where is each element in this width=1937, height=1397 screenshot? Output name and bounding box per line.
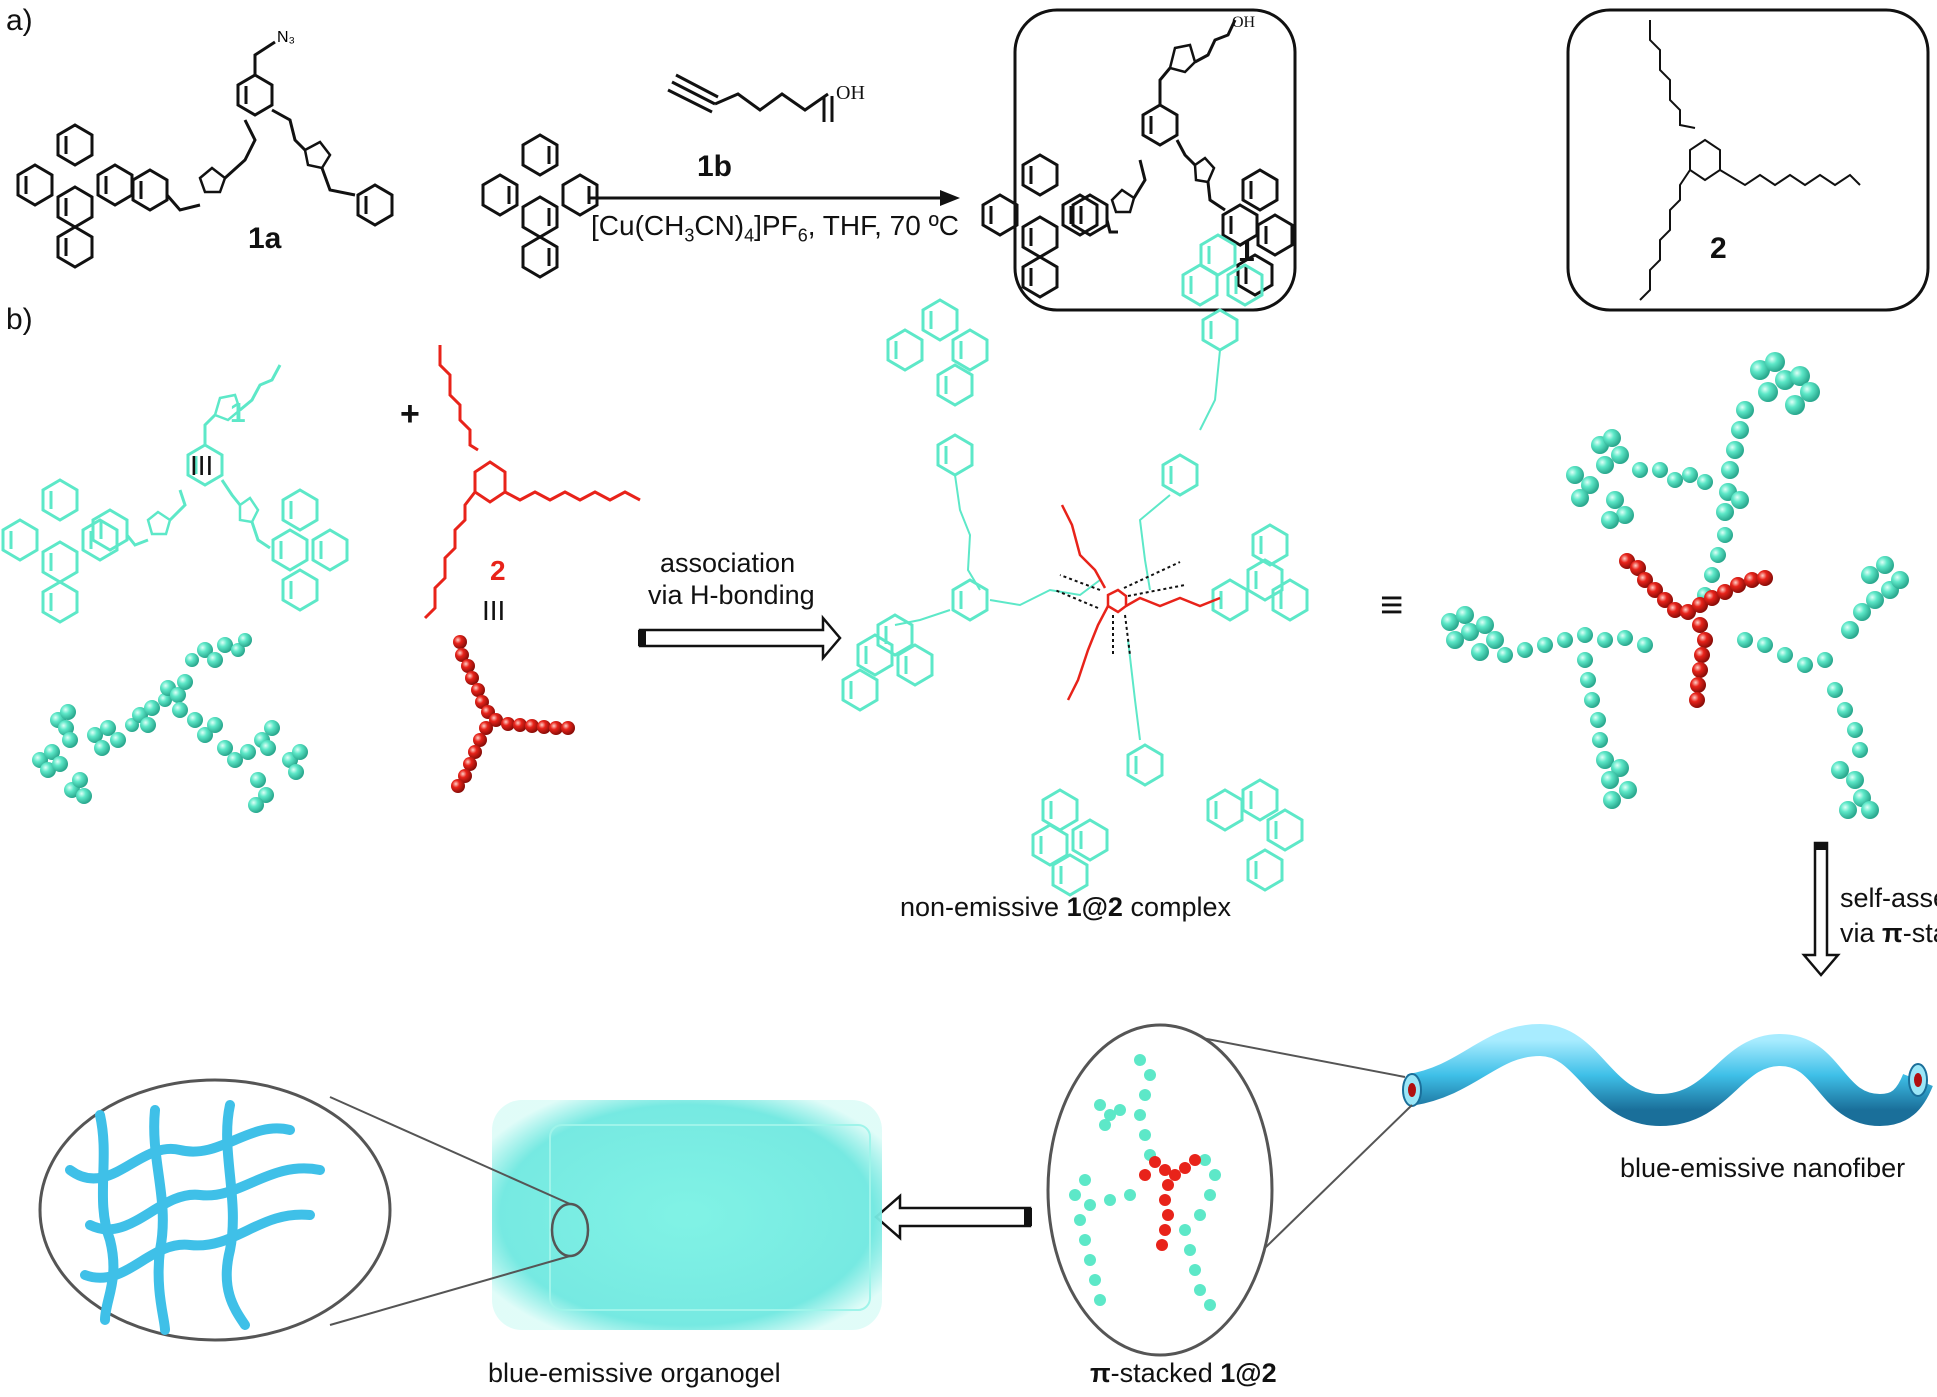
ratio-1: III xyxy=(190,450,214,481)
1-oh-label: OH xyxy=(1232,14,1256,31)
equivalence-symbol: ≡ xyxy=(1380,583,1404,627)
organogel-block xyxy=(329,1096,882,1330)
compound-2-label: 2 xyxy=(1710,232,1727,265)
red-compound-2-label: 2 xyxy=(490,555,506,586)
reaction-conditions: [Cu(CH3CN)4]PF6, THF, 70 ºC xyxy=(591,210,960,246)
gelation-arrow xyxy=(874,1193,1032,1241)
complex-ball-model xyxy=(1441,352,1909,819)
pi-stacked-zoom-circle xyxy=(1046,1023,1413,1357)
reaction-arrow xyxy=(588,190,960,206)
compound-1b-label: 1b xyxy=(697,150,733,183)
compound-2-structure xyxy=(1566,8,1930,312)
nanofiber-caption: blue-emissive nanofiber xyxy=(1620,1153,1906,1183)
azide-label: N₃ xyxy=(277,29,295,46)
organogel-caption: blue-emissive organogel xyxy=(488,1358,781,1388)
association-label-line2: via H-bonding xyxy=(648,580,815,610)
compound-1-cyan-structure xyxy=(3,364,349,622)
self-assembly-label-line2: via π-stacking xyxy=(1840,918,1937,948)
compound-1a-structure xyxy=(18,40,597,277)
1b-oh-label: OH xyxy=(836,82,865,104)
fiber-network-zoom-circle xyxy=(38,1078,392,1342)
panel-b-label: b) xyxy=(6,303,33,336)
self-assembly-arrow xyxy=(1801,841,1841,977)
compound-1a-label: 1a xyxy=(248,222,282,255)
pi-stacked-caption: π-stacked 1@2 xyxy=(1090,1358,1277,1388)
complex-caption: non-emissive 1@2 complex xyxy=(900,892,1231,922)
association-arrow xyxy=(638,614,842,662)
ratio-2: III xyxy=(482,595,506,626)
compound-1-label: 1 xyxy=(1238,235,1255,268)
plus-sign: + xyxy=(400,395,420,433)
cyan-compound-1-label: 1 xyxy=(230,397,246,428)
compound-1b-structure xyxy=(667,73,834,122)
compound-2-red-structure xyxy=(423,345,641,620)
compound-1-structure xyxy=(983,8,1297,312)
panel-a-label: a) xyxy=(6,4,33,37)
association-label-line1: association xyxy=(660,548,796,578)
compound-1-ball-model xyxy=(32,633,308,813)
nanofiber-illustration xyxy=(1402,1023,1933,1127)
self-assembly-label-line1: self-assembly xyxy=(1840,883,1937,913)
compound-2-ball-model xyxy=(451,635,575,793)
complex-1-2-structure xyxy=(841,233,1309,897)
